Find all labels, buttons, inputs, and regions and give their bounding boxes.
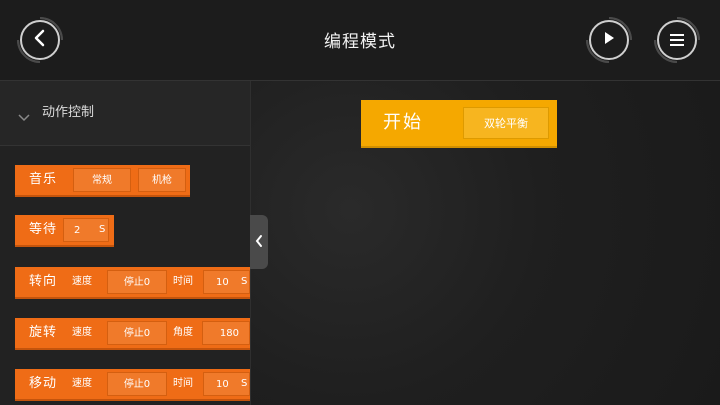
hamburger-menu-icon	[670, 31, 684, 50]
turn-block[interactable]: 转向 速度 停止0 时间 10 S	[15, 267, 250, 299]
turn-time-input[interactable]: 10	[203, 270, 250, 294]
play-icon	[602, 30, 616, 50]
collapse-palette-button[interactable]	[250, 215, 268, 269]
rotate-angle-input[interactable]: 180	[202, 321, 250, 345]
chevron-left-icon	[255, 233, 263, 252]
move-unit: S	[241, 378, 248, 389]
back-button[interactable]	[20, 20, 60, 60]
rotate-block[interactable]: 旋转 速度 停止0 角度 180	[15, 318, 250, 350]
block-title: 音乐	[29, 172, 58, 187]
angle-label: 角度	[173, 327, 193, 338]
speed-label: 速度	[72, 276, 92, 287]
category-header[interactable]: 动作控制	[0, 81, 250, 146]
run-program-button[interactable]	[589, 20, 629, 60]
chevron-left-icon	[33, 29, 47, 51]
wait-unit: S	[99, 224, 106, 235]
move-time-value: 10	[216, 379, 229, 390]
menu-button[interactable]	[657, 20, 697, 60]
rotate-speed-select[interactable]: 停止0	[107, 321, 167, 345]
block-title: 旋转	[29, 325, 58, 340]
turn-speed-select[interactable]: 停止0	[107, 270, 167, 294]
turn-unit: S	[241, 276, 248, 287]
balance-mode-select[interactable]: 双轮平衡	[463, 107, 549, 139]
music-option-machinegun[interactable]: 机枪	[138, 168, 186, 192]
time-label: 时间	[173, 378, 193, 389]
category-label: 动作控制	[42, 105, 95, 120]
music-option-normal[interactable]: 常规	[73, 168, 131, 192]
block-title: 转向	[29, 274, 58, 289]
move-block[interactable]: 移动 速度 停止0 时间 10 S	[15, 369, 250, 401]
block-palette: 动作控制 音乐 常规 机枪 等待 2 S 转向 速度 停止0 时间 10 S 旋…	[0, 81, 251, 405]
move-time-input[interactable]: 10	[203, 372, 250, 396]
wait-duration-input[interactable]: 2	[63, 218, 109, 242]
block-title: 等待	[29, 222, 58, 237]
page-title: 编程模式	[324, 32, 396, 52]
time-label: 时间	[173, 276, 193, 287]
rotate-angle-value: 180	[219, 328, 239, 339]
speed-label: 速度	[72, 327, 92, 338]
start-label: 开始	[383, 112, 423, 133]
wait-block[interactable]: 等待 2 S	[15, 215, 114, 247]
speed-label: 速度	[72, 378, 92, 389]
start-block[interactable]: 开始 双轮平衡	[361, 100, 557, 148]
move-speed-select[interactable]: 停止0	[107, 372, 167, 396]
wait-value: 2	[74, 225, 81, 236]
block-title: 移动	[29, 376, 58, 391]
turn-time-value: 10	[216, 277, 229, 288]
chevron-down-icon	[18, 107, 30, 126]
music-block[interactable]: 音乐 常规 机枪	[15, 165, 190, 197]
